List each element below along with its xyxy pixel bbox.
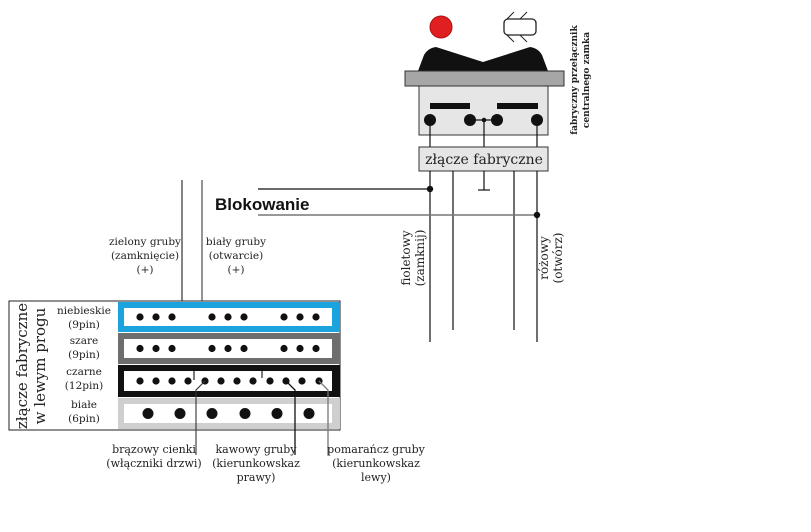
connector-pin: [208, 344, 216, 353]
row-pins-black: (12pin): [65, 380, 103, 392]
row-label-blue: niebieskie: [57, 305, 111, 317]
wire-coffee-thick: [285, 380, 296, 455]
switch-bezel: [404, 70, 565, 87]
connector-pin: [184, 377, 192, 385]
connector-pin: [174, 408, 186, 419]
label-orange-line1: pomarańcz gruby: [327, 443, 425, 456]
sill-connector-block: złącze fabryczne w lewym progu niebieski…: [8, 300, 341, 431]
central-lock-switch: fabryczny przełącznik centralnego zamka: [404, 11, 592, 147]
label-coffee-line3: prawy): [237, 471, 276, 484]
row-pins-blue: (9pin): [68, 319, 100, 331]
label-green-name: zielony gruby: [109, 236, 181, 248]
wire-label-violet-name: fioletowy: [399, 230, 413, 285]
switch-side-label-line1: fabryczny przełącznik: [570, 25, 580, 135]
connector-pin: [224, 344, 232, 353]
label-white-polarity: (+): [228, 264, 245, 276]
connector-pin: [280, 344, 288, 353]
connector-pin: [280, 313, 288, 321]
connector-pin: [152, 344, 160, 353]
connector-pin: [239, 408, 251, 419]
junction-dot: [426, 185, 434, 193]
row-pins-gray: (9pin): [68, 349, 100, 361]
connector-pin: [296, 313, 304, 321]
contact-bar-left: [430, 103, 470, 109]
connector-pin: [298, 377, 306, 385]
top-wire-labels: zielony gruby (zamknięcie) (+) biały gru…: [109, 236, 266, 276]
lock-indicator-icon: [429, 15, 453, 39]
label-coffee-line2: (kierunkowskaz: [212, 457, 300, 470]
row-label-black: czarne: [66, 366, 102, 378]
label-orange-line2: (kierunkowskaz: [332, 457, 420, 470]
connector-pin: [206, 408, 218, 419]
connector-pin: [136, 313, 144, 321]
rocker-button: [418, 47, 548, 71]
connector-pin: [152, 313, 160, 321]
label-coffee-line1: kawowy gruby: [215, 443, 297, 456]
connector-pin: [168, 377, 176, 385]
wire-brown-thin: [195, 380, 206, 455]
connector-pin: [312, 313, 320, 321]
junction-dot: [533, 211, 541, 219]
connector-pin: [312, 344, 320, 353]
wire-orange-thick: [318, 380, 329, 455]
blocking-label: Blokowanie: [215, 195, 309, 214]
connector-pin: [136, 344, 144, 353]
wire-label-violet-function: (zamknij): [413, 230, 427, 287]
connector-pin: [249, 377, 257, 385]
switch-side-label-line2: centralnego zamka: [582, 32, 592, 128]
connector-pin: [168, 344, 176, 353]
row-label-white: białe: [71, 399, 97, 411]
connector-pin: [224, 313, 232, 321]
connector-pin: [266, 377, 274, 385]
unlock-indicator-icon: [503, 11, 537, 43]
connector-pin: [208, 313, 216, 321]
label-orange-line3: lewy): [361, 471, 391, 484]
row-label-gray: szare: [70, 335, 98, 347]
connector-pin: [136, 377, 144, 385]
switch-factory-connector: złącze fabryczne: [418, 146, 549, 172]
sill-connector-title-line2: w lewym progu: [31, 307, 49, 424]
label-white-name: biały gruby: [206, 236, 266, 248]
connector-pin: [303, 408, 315, 419]
switch-wires: [429, 171, 538, 342]
connector-pin: [152, 377, 160, 385]
wire-label-pink-name: różowy: [537, 236, 551, 280]
label-green-function: (zamknięcie): [111, 250, 179, 262]
connector-pin: [296, 344, 304, 353]
label-white-function: (otwarcie): [209, 250, 263, 262]
connector-pin: [233, 377, 241, 385]
connector-pin: [240, 313, 248, 321]
connector-pin: [217, 377, 225, 385]
connector-face: [124, 404, 332, 423]
label-green-polarity: (+): [137, 264, 154, 276]
label-brown-line1: brązowy cienki: [112, 443, 196, 456]
connector-rows: [118, 302, 340, 429]
connector-pin: [271, 408, 283, 419]
connector-pin: [168, 313, 176, 321]
sill-connector-title-line1: złącze fabryczne: [13, 303, 31, 429]
connector-pin: [240, 344, 248, 353]
row-pins-white: (6pin): [68, 413, 100, 425]
bottom-wire-labels: brązowy cienki (włączniki drzwi) kawowy …: [106, 443, 425, 484]
label-brown-line2: (włączniki drzwi): [106, 457, 201, 470]
connector-pin: [142, 408, 154, 419]
wire-label-pink-function: (otwórz): [551, 233, 565, 284]
switch-connector-label: złącze fabryczne: [425, 152, 543, 168]
connector-face: [124, 371, 332, 391]
contact-bar-right: [497, 103, 538, 109]
